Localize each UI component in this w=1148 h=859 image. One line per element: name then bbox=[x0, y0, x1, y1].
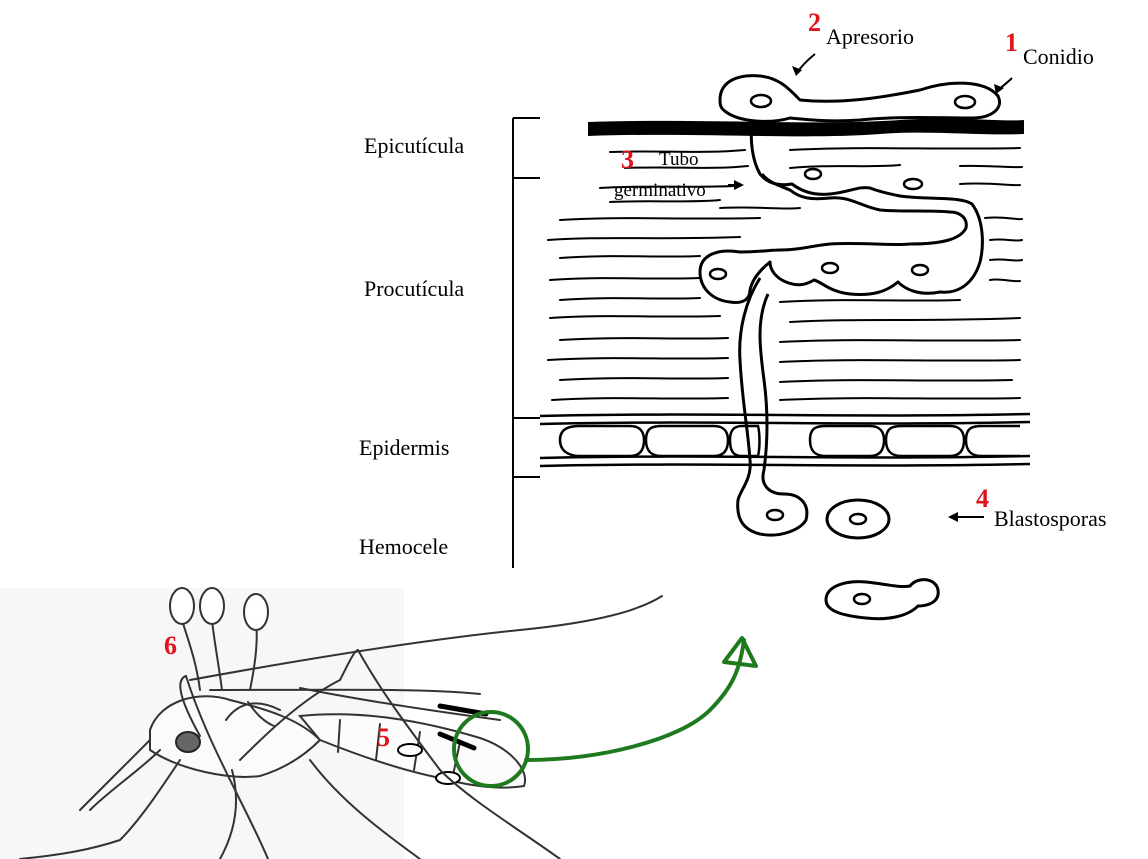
structure-label-blastospores: Blastosporas bbox=[994, 508, 1106, 530]
layer-label-procuticle: Procutícula bbox=[364, 278, 464, 300]
structure-label-germ-tube-line1: Tubo bbox=[659, 150, 698, 169]
stage-number-blastospores: 4 bbox=[976, 486, 989, 512]
stage-number-appressorium: 2 bbox=[808, 10, 821, 36]
stage-number-germ-tube: 3 bbox=[621, 147, 634, 173]
stage-number-conidium: 1 bbox=[1005, 30, 1018, 56]
structure-label-germ-tube-line2: germinativo bbox=[614, 181, 706, 200]
structure-label-conidium: Conidio bbox=[1023, 46, 1094, 68]
stage-number-infection-site: 5 bbox=[377, 725, 390, 751]
layer-label-epidermis: Epidermis bbox=[359, 437, 449, 459]
structure-label-appressorium: Apresorio bbox=[826, 26, 914, 48]
layer-label-epicuticle: Epicutícula bbox=[364, 135, 464, 157]
layer-label-hemocoel: Hemocele bbox=[359, 536, 448, 558]
epidermis-cells bbox=[540, 414, 1030, 466]
epicuticle-band bbox=[588, 119, 1024, 137]
layer-bracket bbox=[513, 118, 540, 568]
blastospores bbox=[826, 500, 938, 619]
stage-number-sporulation: 6 bbox=[164, 633, 177, 659]
mosquito-illustration bbox=[0, 588, 662, 859]
